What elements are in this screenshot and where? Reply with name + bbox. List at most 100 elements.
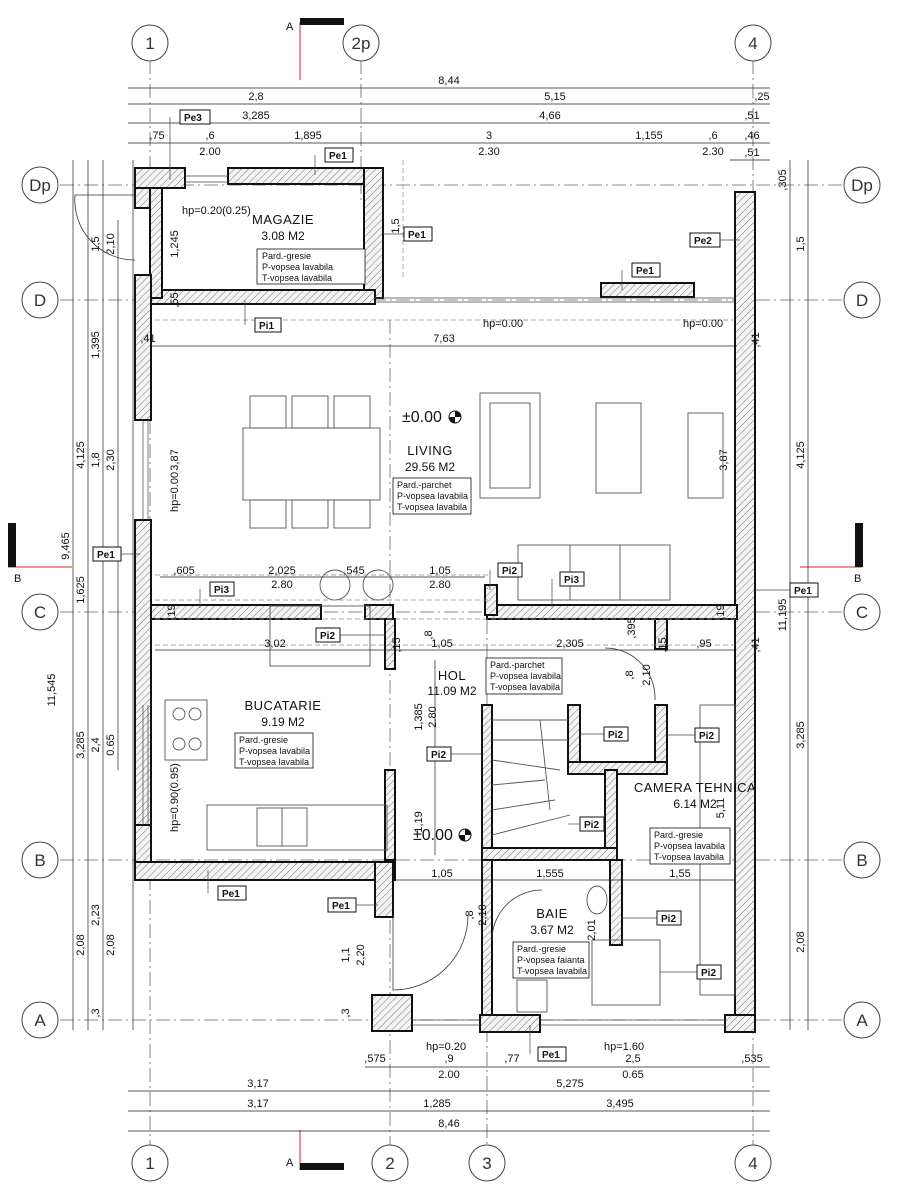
svg-text:6.14 M2: 6.14 M2 — [673, 797, 717, 811]
svg-text:2p: 2p — [352, 34, 371, 53]
svg-text:7,63: 7,63 — [433, 333, 454, 345]
svg-text:5,275: 5,275 — [556, 1078, 584, 1090]
axis-bubble-right-d: D — [843, 281, 881, 319]
svg-text:hp=0.20: hp=0.20 — [426, 1041, 466, 1053]
dimensions-interior: 7,63 ,605 2,025 ,545 1,05 2.80 2.80 3,02… — [140, 218, 762, 1017]
svg-text:Pi2: Pi2 — [701, 968, 716, 979]
tag-pi2: Pi2 — [489, 562, 523, 590]
svg-text:Pi1: Pi1 — [259, 321, 274, 332]
svg-text:P-vopsea lavabila: P-vopsea lavabila — [654, 841, 725, 851]
svg-text:HOL: HOL — [438, 668, 466, 683]
svg-text:Pe1: Pe1 — [794, 586, 812, 597]
washbasin — [586, 885, 608, 915]
svg-text:8,44: 8,44 — [438, 75, 459, 87]
axis-bubble-bottom-4: 4 — [734, 1144, 772, 1182]
svg-text:,95: ,95 — [696, 638, 711, 650]
svg-text:,9: ,9 — [444, 1053, 453, 1065]
svg-text:BAIE: BAIE — [536, 906, 568, 921]
tag-pe2: Pe2 — [689, 232, 740, 248]
svg-text:Pi3: Pi3 — [564, 575, 579, 586]
svg-text:3,02: 3,02 — [264, 638, 285, 650]
svg-text:Pe1: Pe1 — [329, 151, 347, 162]
svg-text:A: A — [34, 1011, 46, 1030]
counter — [206, 804, 388, 851]
svg-text:1: 1 — [145, 1154, 154, 1173]
svg-text:2.30: 2.30 — [478, 146, 499, 158]
svg-text:MAGAZIE: MAGAZIE — [252, 212, 314, 227]
svg-text:2.80: 2.80 — [427, 706, 439, 727]
svg-text:29.56 M2: 29.56 M2 — [405, 460, 455, 474]
svg-text:T-vopsea lavabila: T-vopsea lavabila — [654, 852, 724, 862]
armchair — [479, 392, 541, 499]
stove — [164, 699, 208, 761]
svg-text:1,285: 1,285 — [423, 1098, 451, 1110]
tag-pi2: Pi2 — [622, 910, 682, 926]
svg-text:,51: ,51 — [744, 147, 759, 159]
svg-text:1,555: 1,555 — [536, 868, 564, 880]
svg-text:,75: ,75 — [149, 130, 164, 142]
tag-pe1: Pe1 — [327, 897, 378, 913]
toilet — [516, 979, 548, 1013]
kitchen-island — [269, 605, 371, 667]
svg-text:5,11: 5,11 — [715, 798, 727, 819]
svg-text:Pard.-parchet: Pard.-parchet — [397, 480, 452, 490]
svg-text:T-vopsea lavabila: T-vopsea lavabila — [397, 502, 467, 512]
svg-text:1,05: 1,05 — [431, 868, 452, 880]
svg-text:B: B — [14, 573, 21, 585]
svg-text:,545: ,545 — [343, 565, 364, 577]
svg-text:,41: ,41 — [140, 333, 155, 345]
svg-text:Pi2: Pi2 — [502, 566, 517, 577]
svg-text:1,5: 1,5 — [795, 236, 807, 251]
axis-bubble-right-dp: Dp — [843, 166, 881, 204]
svg-text:Pi3: Pi3 — [214, 585, 229, 596]
dimensions-bottom: ,575 ,9 ,77 2,5 ,535 2.00 0.65 3,17 5,27… — [128, 1053, 770, 1132]
svg-text:2,08: 2,08 — [795, 931, 807, 952]
tag-pi2: Pi2 — [315, 627, 385, 643]
axis-bubble-bottom-1: 1 — [131, 1144, 169, 1182]
level-marker-living: ±0.00 — [402, 409, 462, 426]
svg-text:1,19: 1,19 — [413, 811, 425, 832]
svg-text:BUCATARIE: BUCATARIE — [245, 698, 322, 713]
svg-text:T-vopsea lavabila: T-vopsea lavabila — [239, 757, 309, 767]
svg-text:A: A — [856, 1011, 868, 1030]
svg-text:T-vopsea lavabila: T-vopsea lavabila — [517, 966, 587, 976]
axis-bubble-top-1: 1 — [131, 24, 169, 62]
tag-pe1: Pe1 — [383, 226, 433, 242]
svg-text:Dp: Dp — [851, 176, 873, 195]
svg-text:1,5: 1,5 — [390, 218, 402, 233]
svg-text:Pe2: Pe2 — [694, 236, 712, 247]
svg-text:A: A — [286, 21, 294, 33]
svg-text:2,8: 2,8 — [248, 91, 263, 103]
svg-text:,8: ,8 — [423, 630, 435, 639]
svg-text:,535: ,535 — [741, 1053, 762, 1065]
dimensions-right: ,305 11,195 1,5 4,125 3,285 2,08 — [777, 160, 809, 1030]
svg-text:B: B — [34, 851, 45, 870]
svg-text:2,23: 2,23 — [90, 904, 102, 925]
svg-text:2: 2 — [385, 1154, 394, 1173]
walls — [134, 167, 756, 1033]
svg-text:2,4: 2,4 — [90, 737, 102, 752]
axis-bubble-left-a: A — [21, 1001, 59, 1039]
svg-text:1,395: 1,395 — [90, 331, 102, 359]
svg-text:3,87: 3,87 — [718, 449, 730, 470]
svg-text:Pe1: Pe1 — [408, 230, 426, 241]
svg-text:2,10: 2,10 — [641, 664, 653, 685]
tag-pi2: Pi2 — [660, 964, 722, 980]
svg-text:3,17: 3,17 — [247, 1078, 268, 1090]
svg-text:4: 4 — [748, 1154, 757, 1173]
svg-text:C: C — [34, 603, 46, 622]
chair — [333, 499, 371, 529]
svg-text:Pard.-gresie: Pard.-gresie — [262, 251, 311, 261]
svg-text:LIVING: LIVING — [407, 443, 453, 458]
svg-text:8,46: 8,46 — [438, 1118, 459, 1130]
svg-text:3: 3 — [482, 1154, 491, 1173]
svg-text:,41: ,41 — [750, 637, 762, 652]
svg-text:2,01: 2,01 — [586, 919, 598, 940]
svg-text:Pe1: Pe1 — [542, 1050, 560, 1061]
svg-text:T-vopsea lavabila: T-vopsea lavabila — [262, 273, 332, 283]
svg-text:0.65: 0.65 — [105, 734, 117, 755]
axis-bubble-bottom-2: 2 — [371, 1144, 409, 1182]
chair — [291, 395, 329, 429]
svg-text:Pe1: Pe1 — [222, 889, 240, 900]
svg-text:,25: ,25 — [754, 91, 769, 103]
